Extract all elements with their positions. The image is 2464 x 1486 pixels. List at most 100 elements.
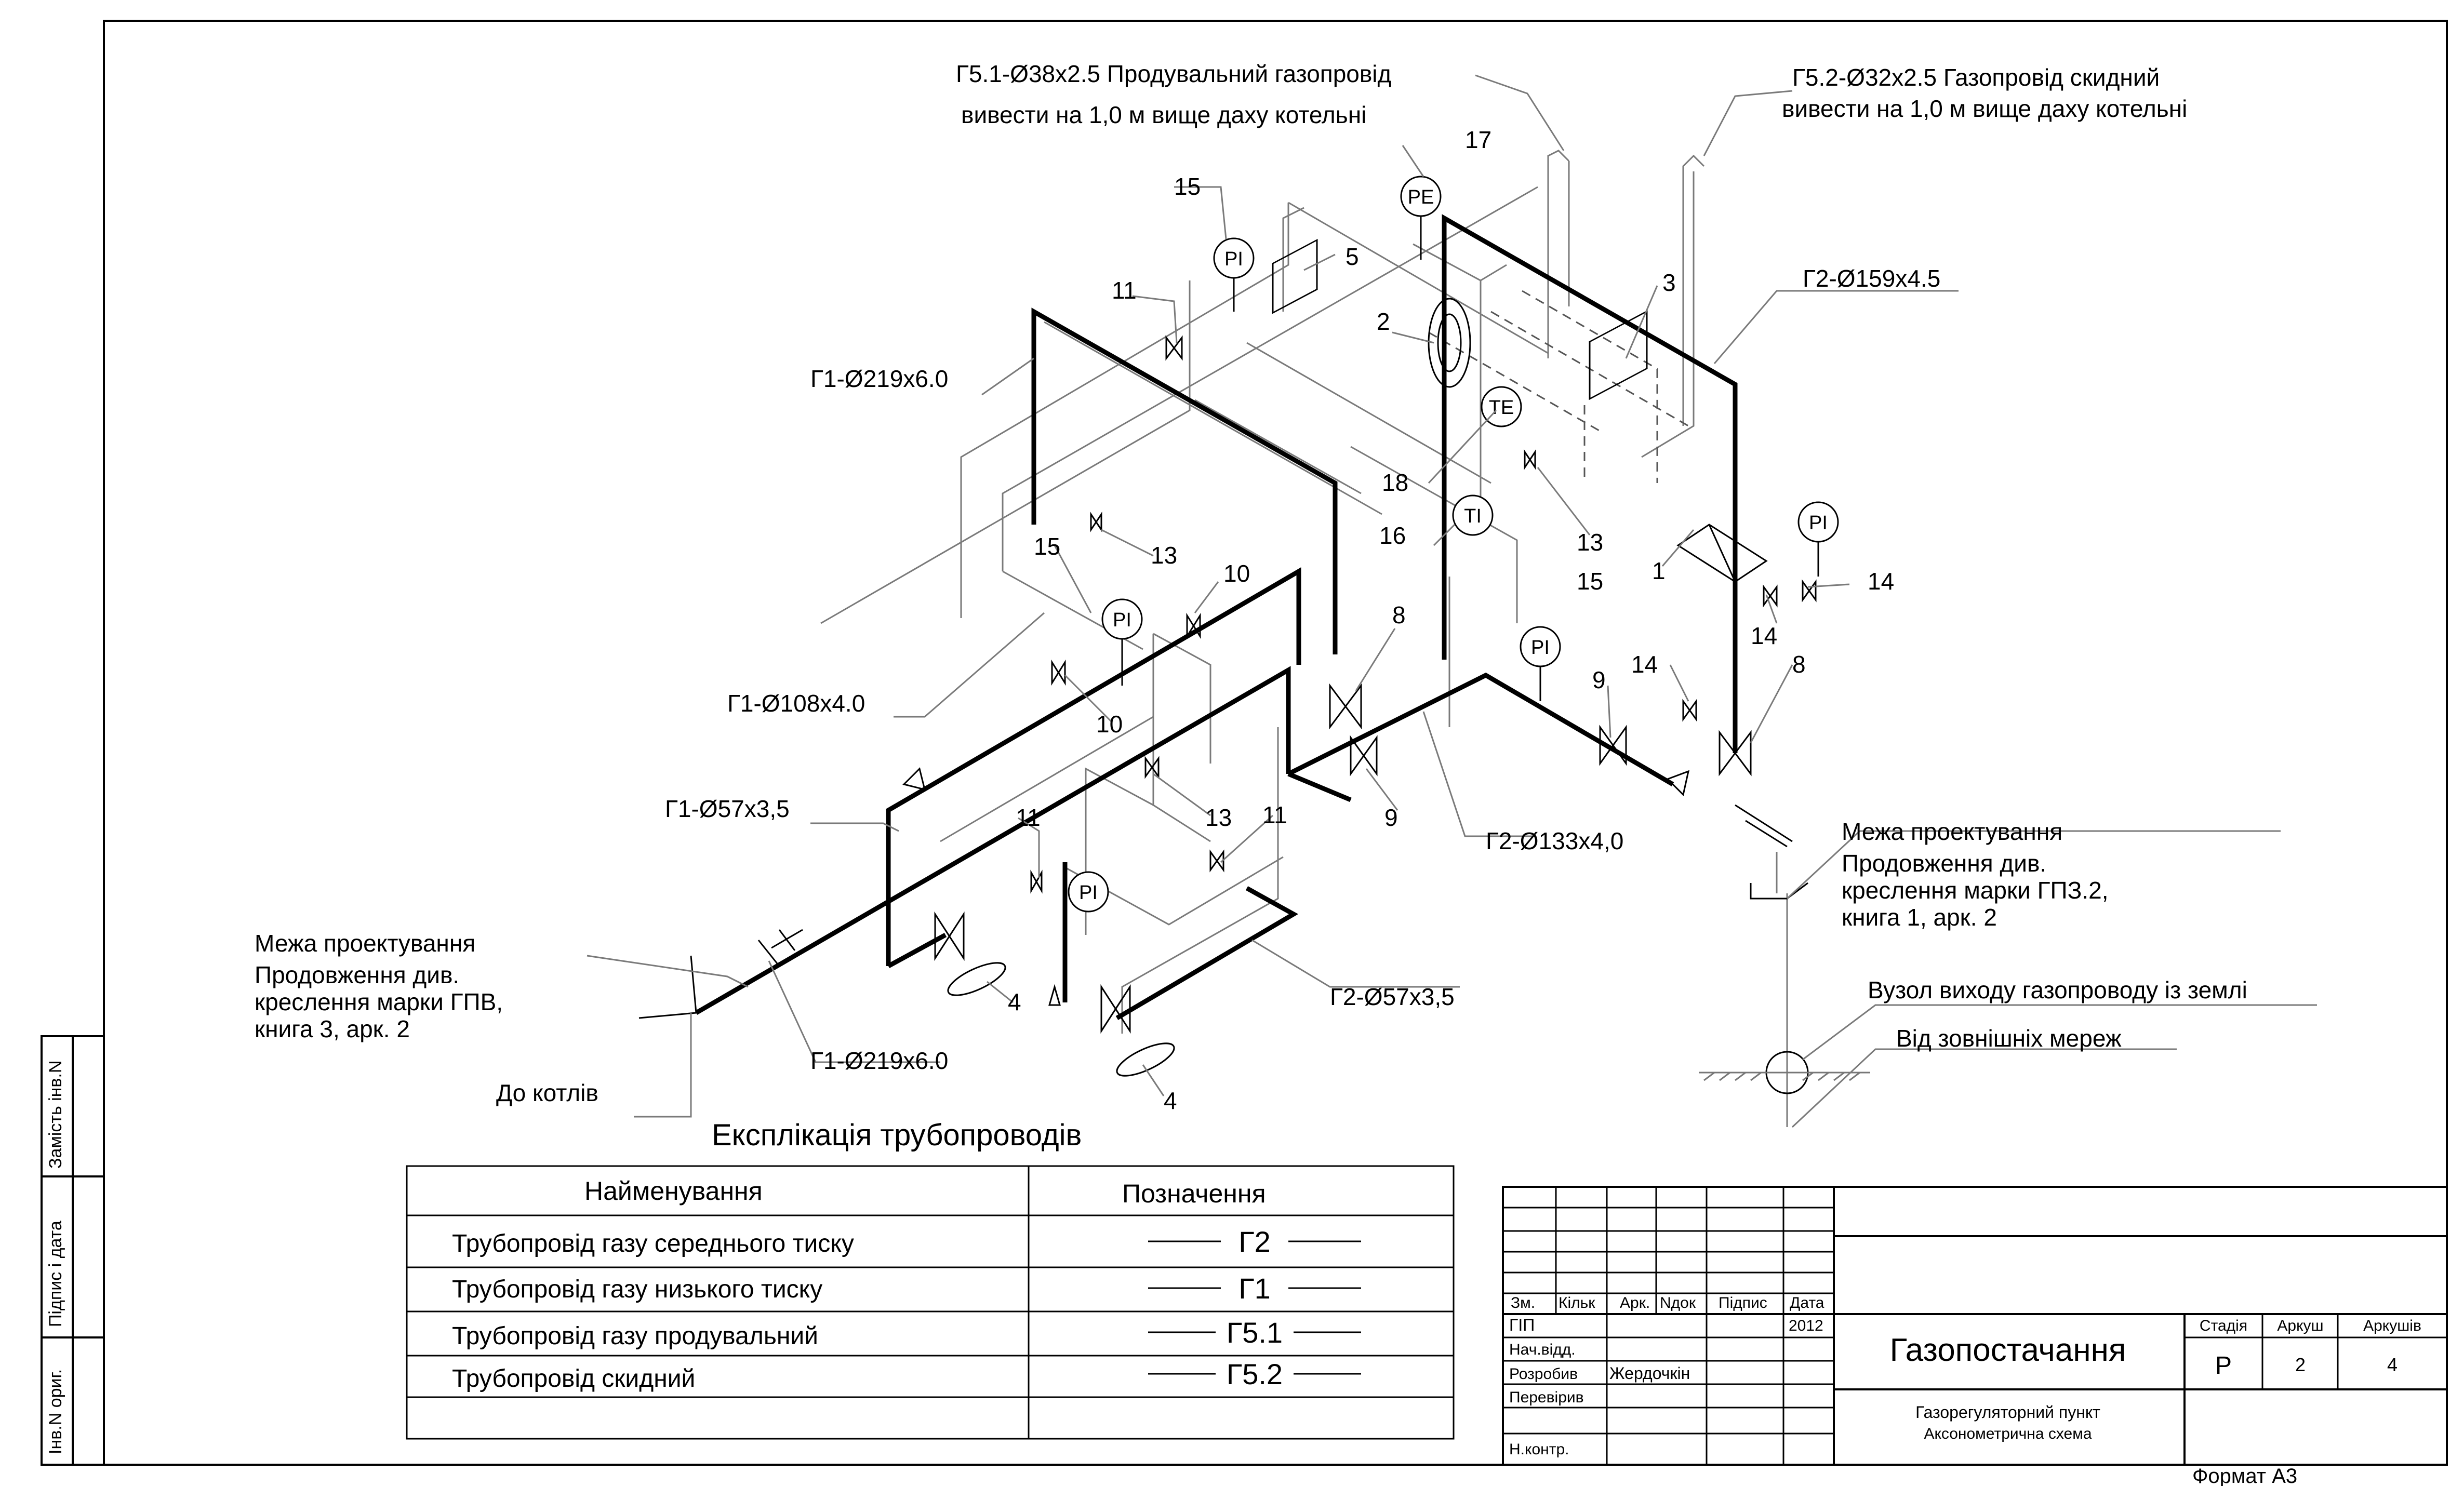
tb-col-ndok: Nдок <box>1660 1294 1696 1311</box>
callout-16: 16 <box>1379 522 1406 549</box>
piping-scheme: PE TE TI PI PI PI PI <box>255 60 2317 1128</box>
item-5-box <box>1272 238 1318 314</box>
instrument-pi-1: PI <box>1213 237 1255 312</box>
tb-col-zm: Зм. <box>1511 1294 1535 1311</box>
table-row: Трубопровід газу продувальний Г5.1 <box>452 1316 1361 1350</box>
row-name: Трубопровід газу продувальний <box>452 1322 818 1350</box>
tb-col-date: Дата <box>1790 1294 1824 1311</box>
pipe-g1-219-main <box>695 666 1291 1015</box>
label-limit-left-cont-1: Продовження див. <box>255 961 459 988</box>
instrument-te-label: TE <box>1489 397 1514 419</box>
label-g1-108: Г1-Ø108x4.0 <box>727 690 865 717</box>
row-code: Г5.2 <box>1227 1358 1283 1390</box>
callout-13-lower: 13 <box>1205 804 1232 831</box>
label-g1-57: Г1-Ø57x3,5 <box>665 795 790 822</box>
equipment <box>902 238 1768 1077</box>
callout-3: 3 <box>1662 269 1676 296</box>
valve-14-mid <box>1763 584 1778 608</box>
callout-15-left: 15 <box>1034 533 1060 560</box>
format-label: Формат А3 <box>2192 1465 2297 1486</box>
tb-col-ark: Арк. <box>1620 1294 1650 1311</box>
pipe-g1-108 <box>886 567 1301 966</box>
item-2-flowmeter <box>1428 298 1471 388</box>
table-row: Трубопровід газу низького тиску Г1 <box>452 1272 1361 1305</box>
label-to-boilers: До котлів <box>496 1079 598 1106</box>
valve-11-lower <box>1209 849 1224 873</box>
callout-2: 2 <box>1377 308 1390 335</box>
item-4-filter-right <box>1116 1042 1175 1077</box>
valve-11-mid <box>1030 869 1043 894</box>
callout-17: 17 <box>1465 126 1491 153</box>
explication-title: Експлікація трубопроводів <box>712 1118 1082 1152</box>
tb-role-norm-control: Н.контр. <box>1509 1441 1569 1458</box>
instrument-pe-label: PE <box>1408 186 1434 208</box>
callout-5: 5 <box>1346 243 1359 270</box>
explication-table: Експлікація трубопроводів Найменування П… <box>406 1118 1455 1440</box>
valve-13-right <box>1524 449 1536 470</box>
valve-13-upper <box>1090 512 1102 532</box>
stamp-replace-inv: Замість інв.N <box>46 1061 65 1169</box>
callout-18: 18 <box>1382 469 1408 496</box>
callout-1: 1 <box>1652 557 1666 584</box>
row-code: Г2 <box>1238 1225 1270 1258</box>
tb-sheets-label: Аркушів <box>2363 1317 2421 1334</box>
tb-sheet-name: Аксонометрична схема <box>1924 1425 2092 1442</box>
tb-col-kilk: Кільк <box>1559 1294 1595 1311</box>
callout-14-right: 14 <box>1868 568 1894 595</box>
tb-year: 2012 <box>1789 1317 1823 1334</box>
tb-sheet-label: Аркуш <box>2277 1317 2323 1334</box>
label-g1-219-top: Г1-Ø219x6.0 <box>810 365 948 392</box>
callout-8-left: 8 <box>1392 601 1406 628</box>
main-pipelines <box>695 214 1738 1020</box>
row-code: Г1 <box>1238 1272 1270 1305</box>
tb-project: Газопостачання <box>1890 1332 2126 1368</box>
valve-14-left <box>1682 699 1697 722</box>
callout-numbers: 17 15 5 3 11 2 18 16 13 13 15 10 15 1 14… <box>1008 126 1894 1114</box>
pipe-labels: Г5.1-Ø38x2.5 Продувальний газопровід вив… <box>255 60 2247 1106</box>
valve-8-right <box>1719 730 1752 777</box>
instrument-pi-3-label: PI <box>1531 637 1550 659</box>
label-limit-right-cont-1: Продовження див. <box>1842 850 2046 877</box>
pipe-g2-133 <box>1287 672 1674 786</box>
item-4-filter-left <box>947 962 1006 996</box>
tb-role-checker: Перевірив <box>1509 1389 1584 1406</box>
valve-14-right <box>1802 579 1817 603</box>
label-g2-133: Г2-Ø133x4,0 <box>1486 827 1623 854</box>
callout-4-left: 4 <box>1008 988 1021 1015</box>
pipe-g1-219-top <box>1031 307 1338 654</box>
label-limit-right: Межа проектування <box>1842 818 2062 845</box>
instrument-ti: TI <box>1452 494 1494 536</box>
label-g51-note: вивести на 1,0 м вище даху котельні <box>961 101 1366 128</box>
valve-10-upper <box>1186 612 1201 639</box>
label-ground-node: Вузол виходу газопроводу із землі <box>1868 976 2247 1003</box>
tb-role-developer: Розробив <box>1509 1365 1578 1383</box>
instrument-te: TE <box>1481 386 1522 427</box>
tb-col-signature: Підпис <box>1719 1294 1767 1311</box>
callout-9-right: 9 <box>1592 666 1606 693</box>
label-limit-right-cont-2: креслення марки ГПЗ.2, <box>1842 877 2109 904</box>
callout-9-left: 9 <box>1384 804 1398 831</box>
instrument-pi-3: PI <box>1520 626 1561 701</box>
label-limit-left-cont-2: креслення марки ГПВ, <box>255 988 503 1015</box>
valve-13-lower <box>1144 756 1160 779</box>
item-3-box <box>1589 310 1648 400</box>
row-name: Трубопровід скидний <box>452 1365 695 1393</box>
ground-node <box>1699 1051 1870 1094</box>
instrument-ti-label: TI <box>1464 505 1482 527</box>
valve-11-top <box>1165 335 1183 361</box>
instrument-pi-4-label: PI <box>1809 512 1828 534</box>
label-g2-57: Г2-Ø57x3,5 <box>1330 983 1455 1010</box>
callout-11-mid: 11 <box>1016 804 1041 831</box>
tb-stage-label: Стадія <box>2200 1317 2247 1334</box>
callout-14-left: 14 <box>1631 651 1658 678</box>
leader-lines <box>587 74 2317 1128</box>
valve-9-right <box>1599 725 1627 766</box>
label-limit-left: Межа проектування <box>255 930 475 957</box>
row-code: Г5.1 <box>1227 1316 1283 1349</box>
callout-15-top: 15 <box>1174 173 1201 200</box>
stamp-inv-orig: Інв.N ориг. <box>46 1369 65 1454</box>
valves <box>934 335 1817 1034</box>
label-g2-159: Г2-Ø159x4.5 <box>1803 265 1940 292</box>
outer-frame <box>103 20 2448 1466</box>
instrument-pi-5: PI <box>1068 871 1109 913</box>
